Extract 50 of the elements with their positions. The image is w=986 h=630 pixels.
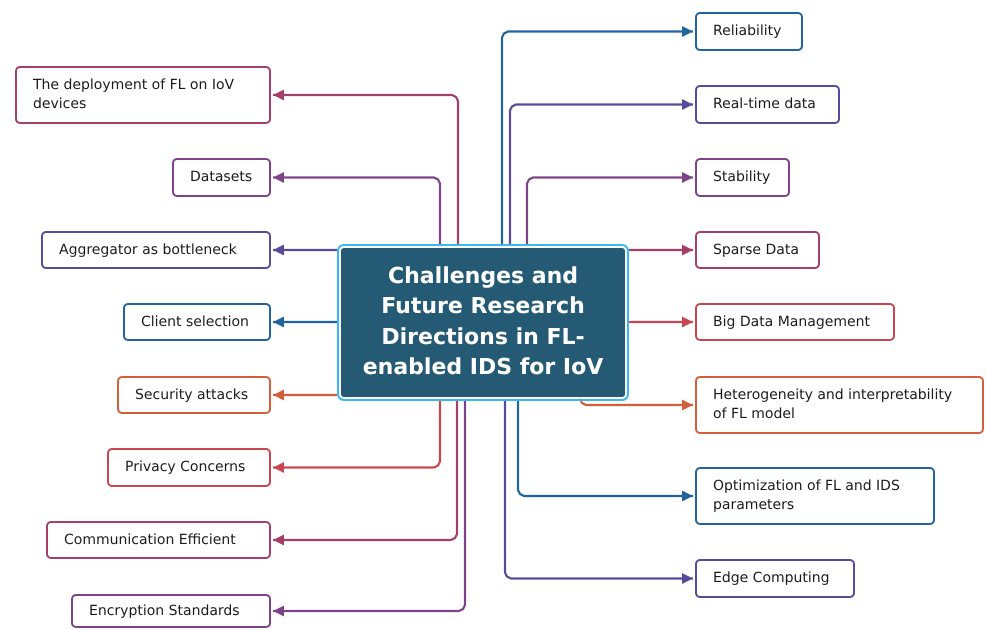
arrow — [629, 244, 693, 256]
topic-box — [15, 66, 271, 124]
topic-box — [695, 12, 803, 51]
topic-box — [46, 521, 271, 559]
arrow — [273, 401, 442, 473]
arrow — [629, 316, 693, 328]
topic-box — [123, 303, 271, 341]
arrow — [508, 99, 693, 244]
topic-box — [695, 303, 895, 341]
topic-label: Optimization of FL and IDS parameters — [713, 477, 901, 515]
topic-label: Client selection — [141, 312, 249, 332]
central-topic-text: Challenges and Future Research Directions in FL-enabled IDS for IoV — [362, 262, 604, 382]
topic-label: Reliability — [713, 22, 782, 41]
topic-box — [695, 158, 790, 197]
topic-label: Big Data Management — [713, 312, 870, 332]
central-topic-box — [337, 244, 629, 401]
topic-label: Heterogeneity and interpretability of FL model — [713, 386, 954, 424]
topic-box — [71, 594, 271, 628]
topic-box — [695, 467, 935, 525]
topic-box — [117, 376, 271, 414]
topic-label: Security attacks — [135, 386, 248, 404]
arrow — [578, 398, 693, 410]
topic-label: Datasets — [190, 168, 252, 187]
arrow — [273, 390, 337, 400]
topic-label: Real-time data — [713, 95, 816, 114]
topic-box — [695, 231, 820, 269]
arrow — [273, 244, 337, 256]
topic-box — [172, 158, 271, 197]
topic-label: Encryption Standards — [89, 602, 240, 620]
arrow — [504, 401, 693, 584]
topic-label: Privacy Concerns — [125, 458, 246, 477]
topic-label: Sparse Data — [713, 240, 799, 260]
topic-label: The deployment of FL on IoV devices — [33, 76, 236, 114]
topic-box — [695, 85, 840, 124]
topic-box — [695, 559, 855, 598]
arrow — [516, 401, 693, 502]
arrow — [500, 26, 693, 244]
topic-label: Stability — [713, 168, 770, 187]
arrow — [273, 316, 337, 328]
arrow — [526, 172, 693, 244]
topic-box — [107, 448, 271, 487]
arrow — [273, 401, 458, 546]
topic-label: Edge Computing — [713, 569, 830, 588]
topic-box — [695, 376, 984, 434]
topic-label: Communication Efficient — [64, 530, 236, 550]
arrow — [273, 401, 466, 616]
topic-label: Aggregator as bottleneck — [59, 240, 237, 260]
topic-box — [41, 231, 271, 269]
arrow — [273, 90, 460, 244]
arrow — [273, 172, 442, 244]
